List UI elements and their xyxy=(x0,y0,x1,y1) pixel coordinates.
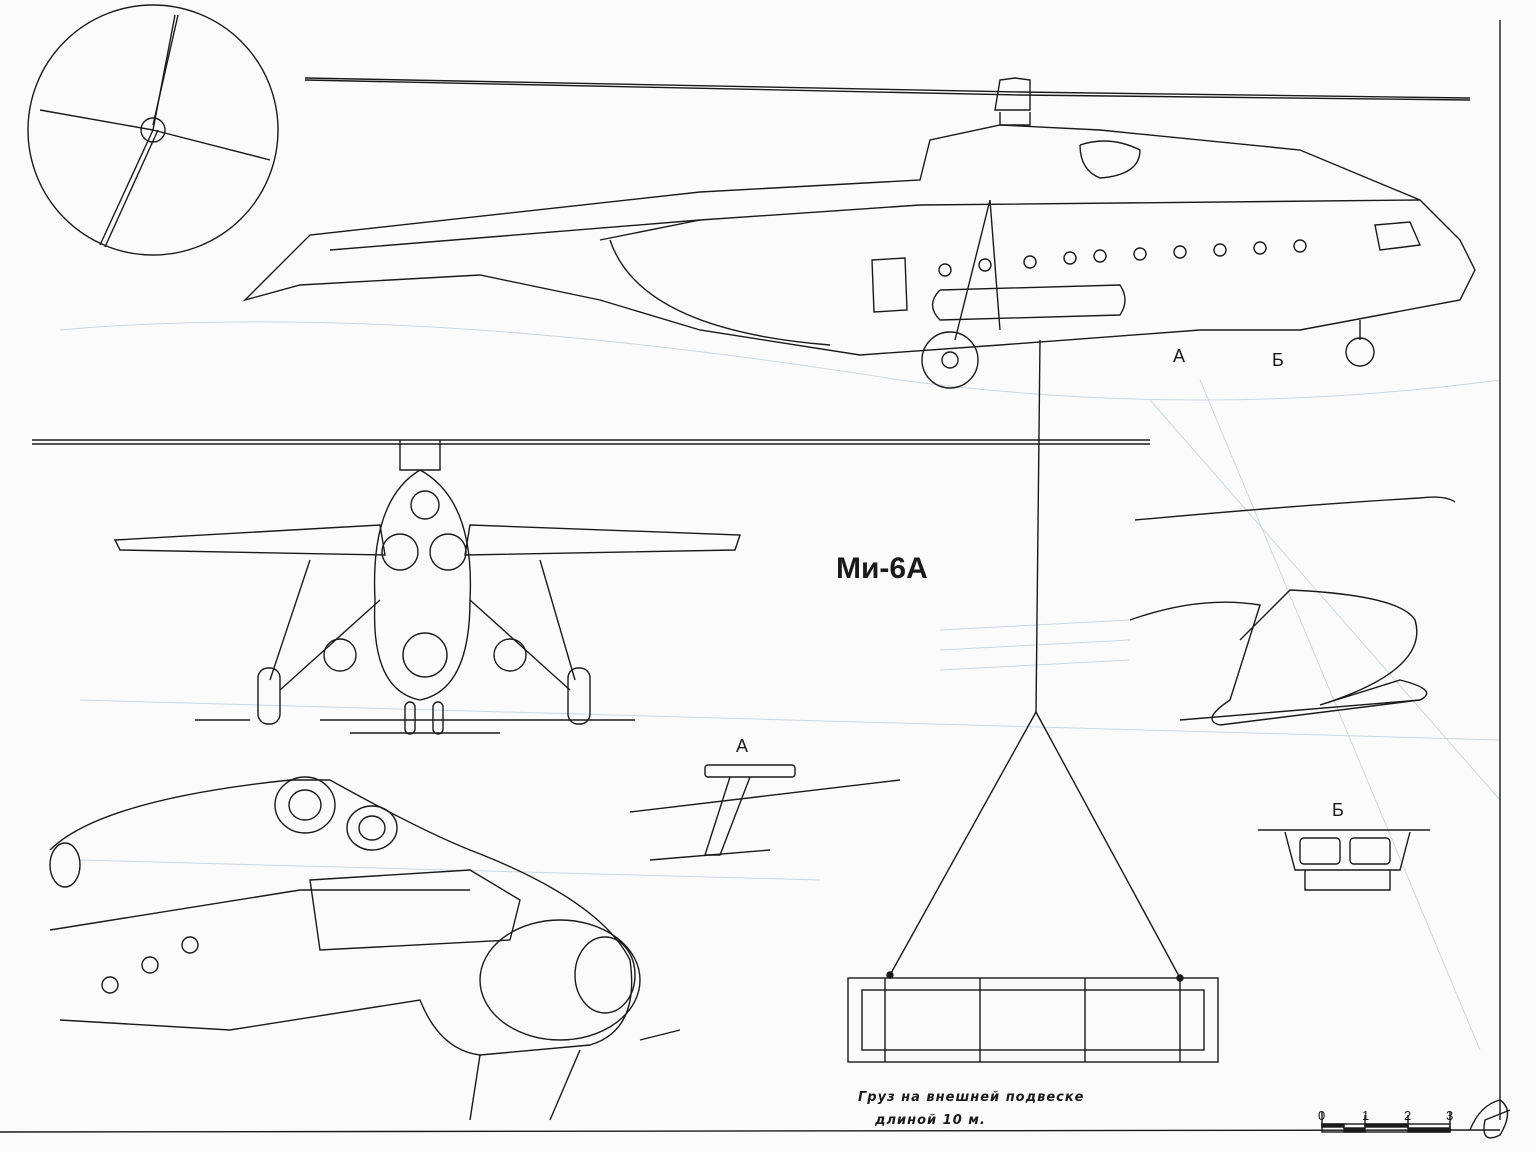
cargo-frame xyxy=(847,977,1219,1063)
front-wings xyxy=(113,524,741,556)
side-view xyxy=(27,4,1476,713)
sling-cable xyxy=(1035,339,1041,713)
callout-b: Б xyxy=(1272,350,1284,370)
engine-intake xyxy=(1079,140,1141,179)
detail-b-label: Б xyxy=(1332,800,1344,820)
front-rotor-blade xyxy=(32,439,1150,445)
wing-detail xyxy=(1129,496,1456,726)
nose-wheel xyxy=(1345,337,1375,367)
front-engine-right xyxy=(429,533,467,571)
scale-tick-3: 3 xyxy=(1446,1108,1454,1123)
front-struts xyxy=(269,559,576,691)
tail-rotor-blades xyxy=(39,14,271,248)
sling-load xyxy=(847,711,1219,1063)
drawing-title: Ми-6А xyxy=(836,552,928,585)
engine-intake-left xyxy=(274,776,336,834)
scale-tick-1: 1 xyxy=(1362,1108,1370,1123)
cabin-windows xyxy=(938,239,1307,277)
main-rotor-blade xyxy=(304,77,1471,101)
bleed-through-lines xyxy=(59,321,1501,1051)
front-view xyxy=(32,439,1150,735)
rotor-hub xyxy=(994,77,1031,126)
stub-wing xyxy=(931,284,1126,321)
front-left-wheel xyxy=(257,667,281,725)
door xyxy=(871,257,908,313)
wing-strut xyxy=(954,199,1001,341)
cockpit-window xyxy=(1374,221,1422,251)
tail-rotor-disc xyxy=(27,4,279,256)
perspective-cockpit xyxy=(309,869,521,951)
detail-b xyxy=(1258,829,1430,891)
callout-a: А xyxy=(1173,346,1186,366)
scale-bar xyxy=(1321,1112,1451,1133)
fuselage-outline xyxy=(242,124,1476,356)
main-wheel xyxy=(921,331,979,389)
front-right-wheel xyxy=(567,667,591,725)
perspective-view xyxy=(49,776,681,1121)
caption-line-2: длиной 10 м. xyxy=(875,1113,986,1128)
front-fuselage xyxy=(373,469,472,701)
scale-tick-2: 2 xyxy=(1404,1108,1412,1123)
detail-a xyxy=(629,764,901,861)
engine-intake-right xyxy=(346,805,398,851)
detail-a-label: А xyxy=(736,736,749,756)
perspective-nose xyxy=(479,919,641,1041)
caption-line-1: Груз на внешней подвеске xyxy=(858,1090,1085,1105)
scale-tick-0: 0 xyxy=(1318,1108,1326,1123)
front-engine-left xyxy=(381,533,419,571)
sheet-border xyxy=(0,20,1501,1133)
signature-logo xyxy=(1469,1099,1511,1139)
